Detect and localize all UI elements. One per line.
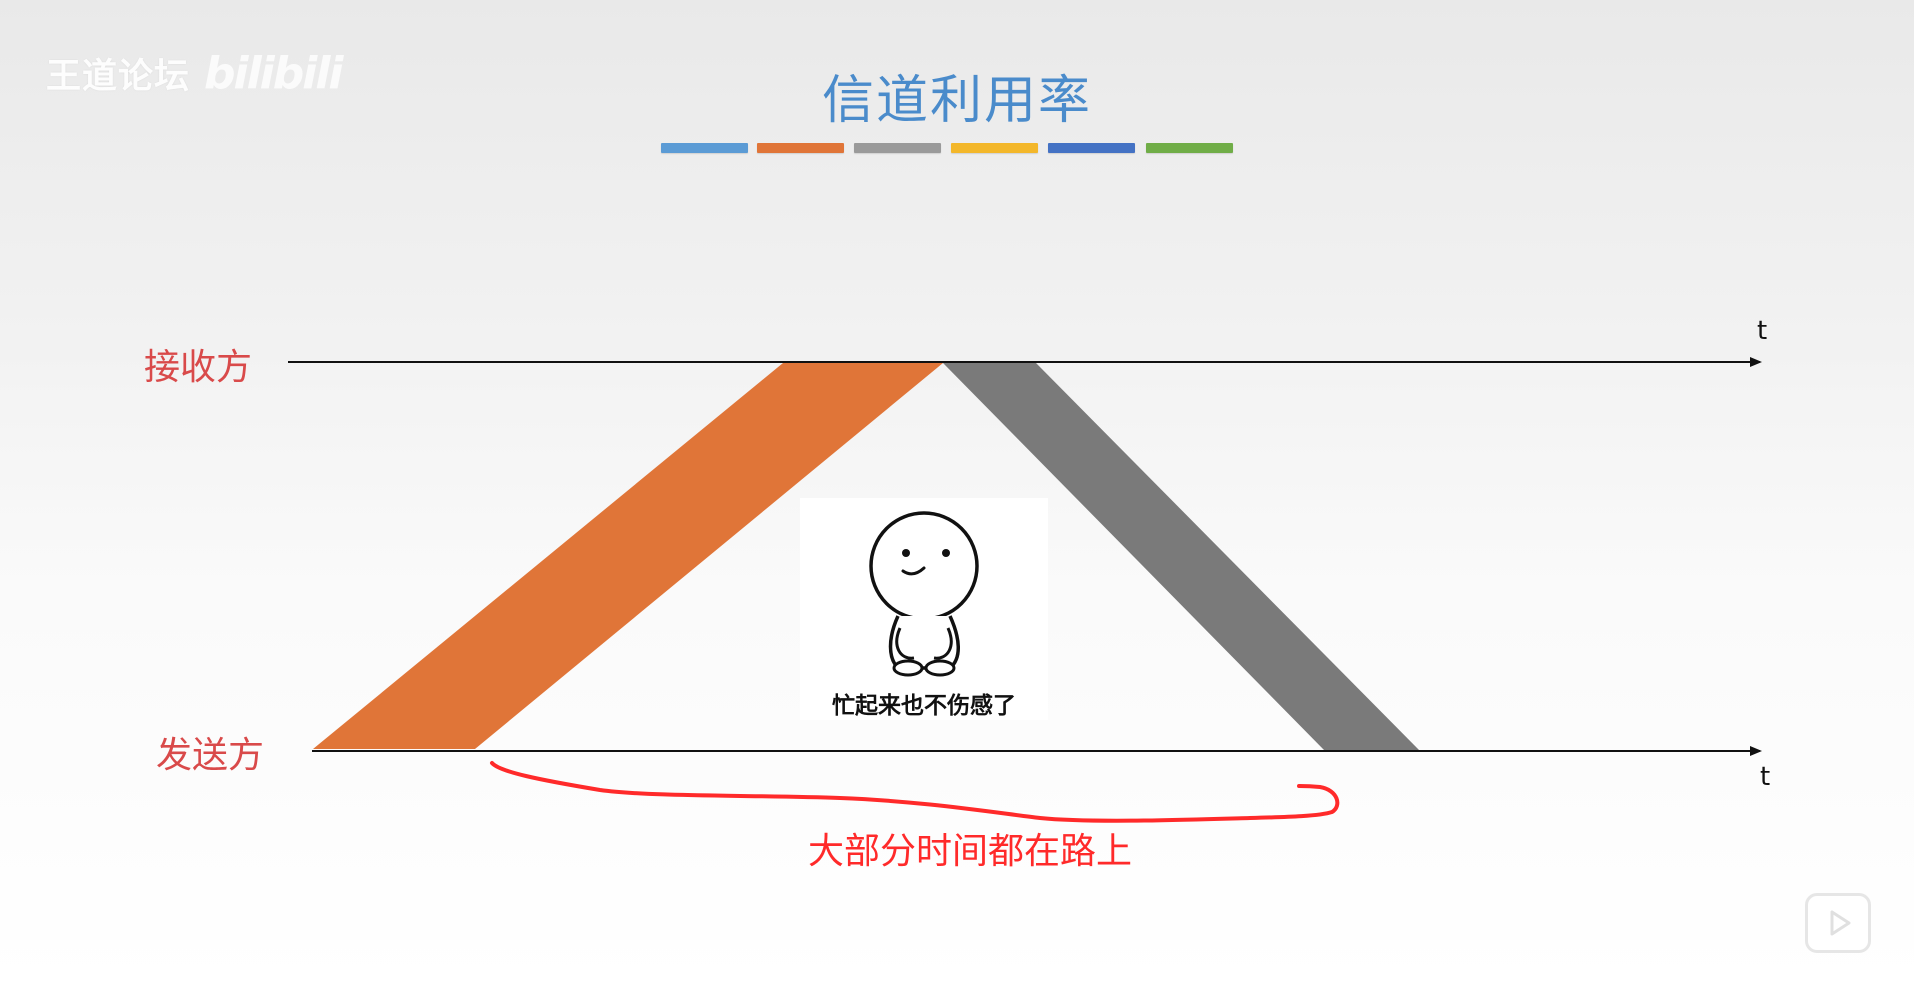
color-strip-blue: [661, 143, 748, 153]
meme-caption: 忙起来也不伤感了: [832, 693, 1016, 719]
receiver-label: 接收方: [144, 347, 253, 388]
sender-time-axis-label: t: [1760, 762, 1771, 792]
receiver-time-axis-label: t: [1757, 316, 1768, 346]
color-strip-green: [1146, 143, 1233, 153]
handwritten-bracket: [490, 761, 1340, 823]
bilibili-logo: bilibili: [204, 48, 343, 99]
color-strip-darkblue: [1048, 143, 1135, 153]
play-button[interactable]: [1805, 893, 1871, 953]
ack-frame-band: [943, 363, 1420, 751]
data-frame-band: [313, 363, 943, 749]
meme-sticker: 忙起来也不伤感了: [800, 498, 1048, 720]
watermark-forum-text: 王道论坛: [46, 57, 191, 97]
slide-title: 信道利用率: [821, 71, 1092, 131]
watermark: 王道论坛 bilibili: [46, 48, 344, 99]
annotation-text: 大部分时间都在路上: [807, 831, 1132, 872]
color-strip-yellow: [951, 143, 1038, 153]
color-strip-gray: [854, 143, 941, 153]
cartoon-character-icon: [869, 511, 979, 677]
color-strip-orange: [757, 143, 844, 153]
sender-label: 发送方: [156, 735, 265, 776]
play-icon: [1830, 910, 1851, 936]
